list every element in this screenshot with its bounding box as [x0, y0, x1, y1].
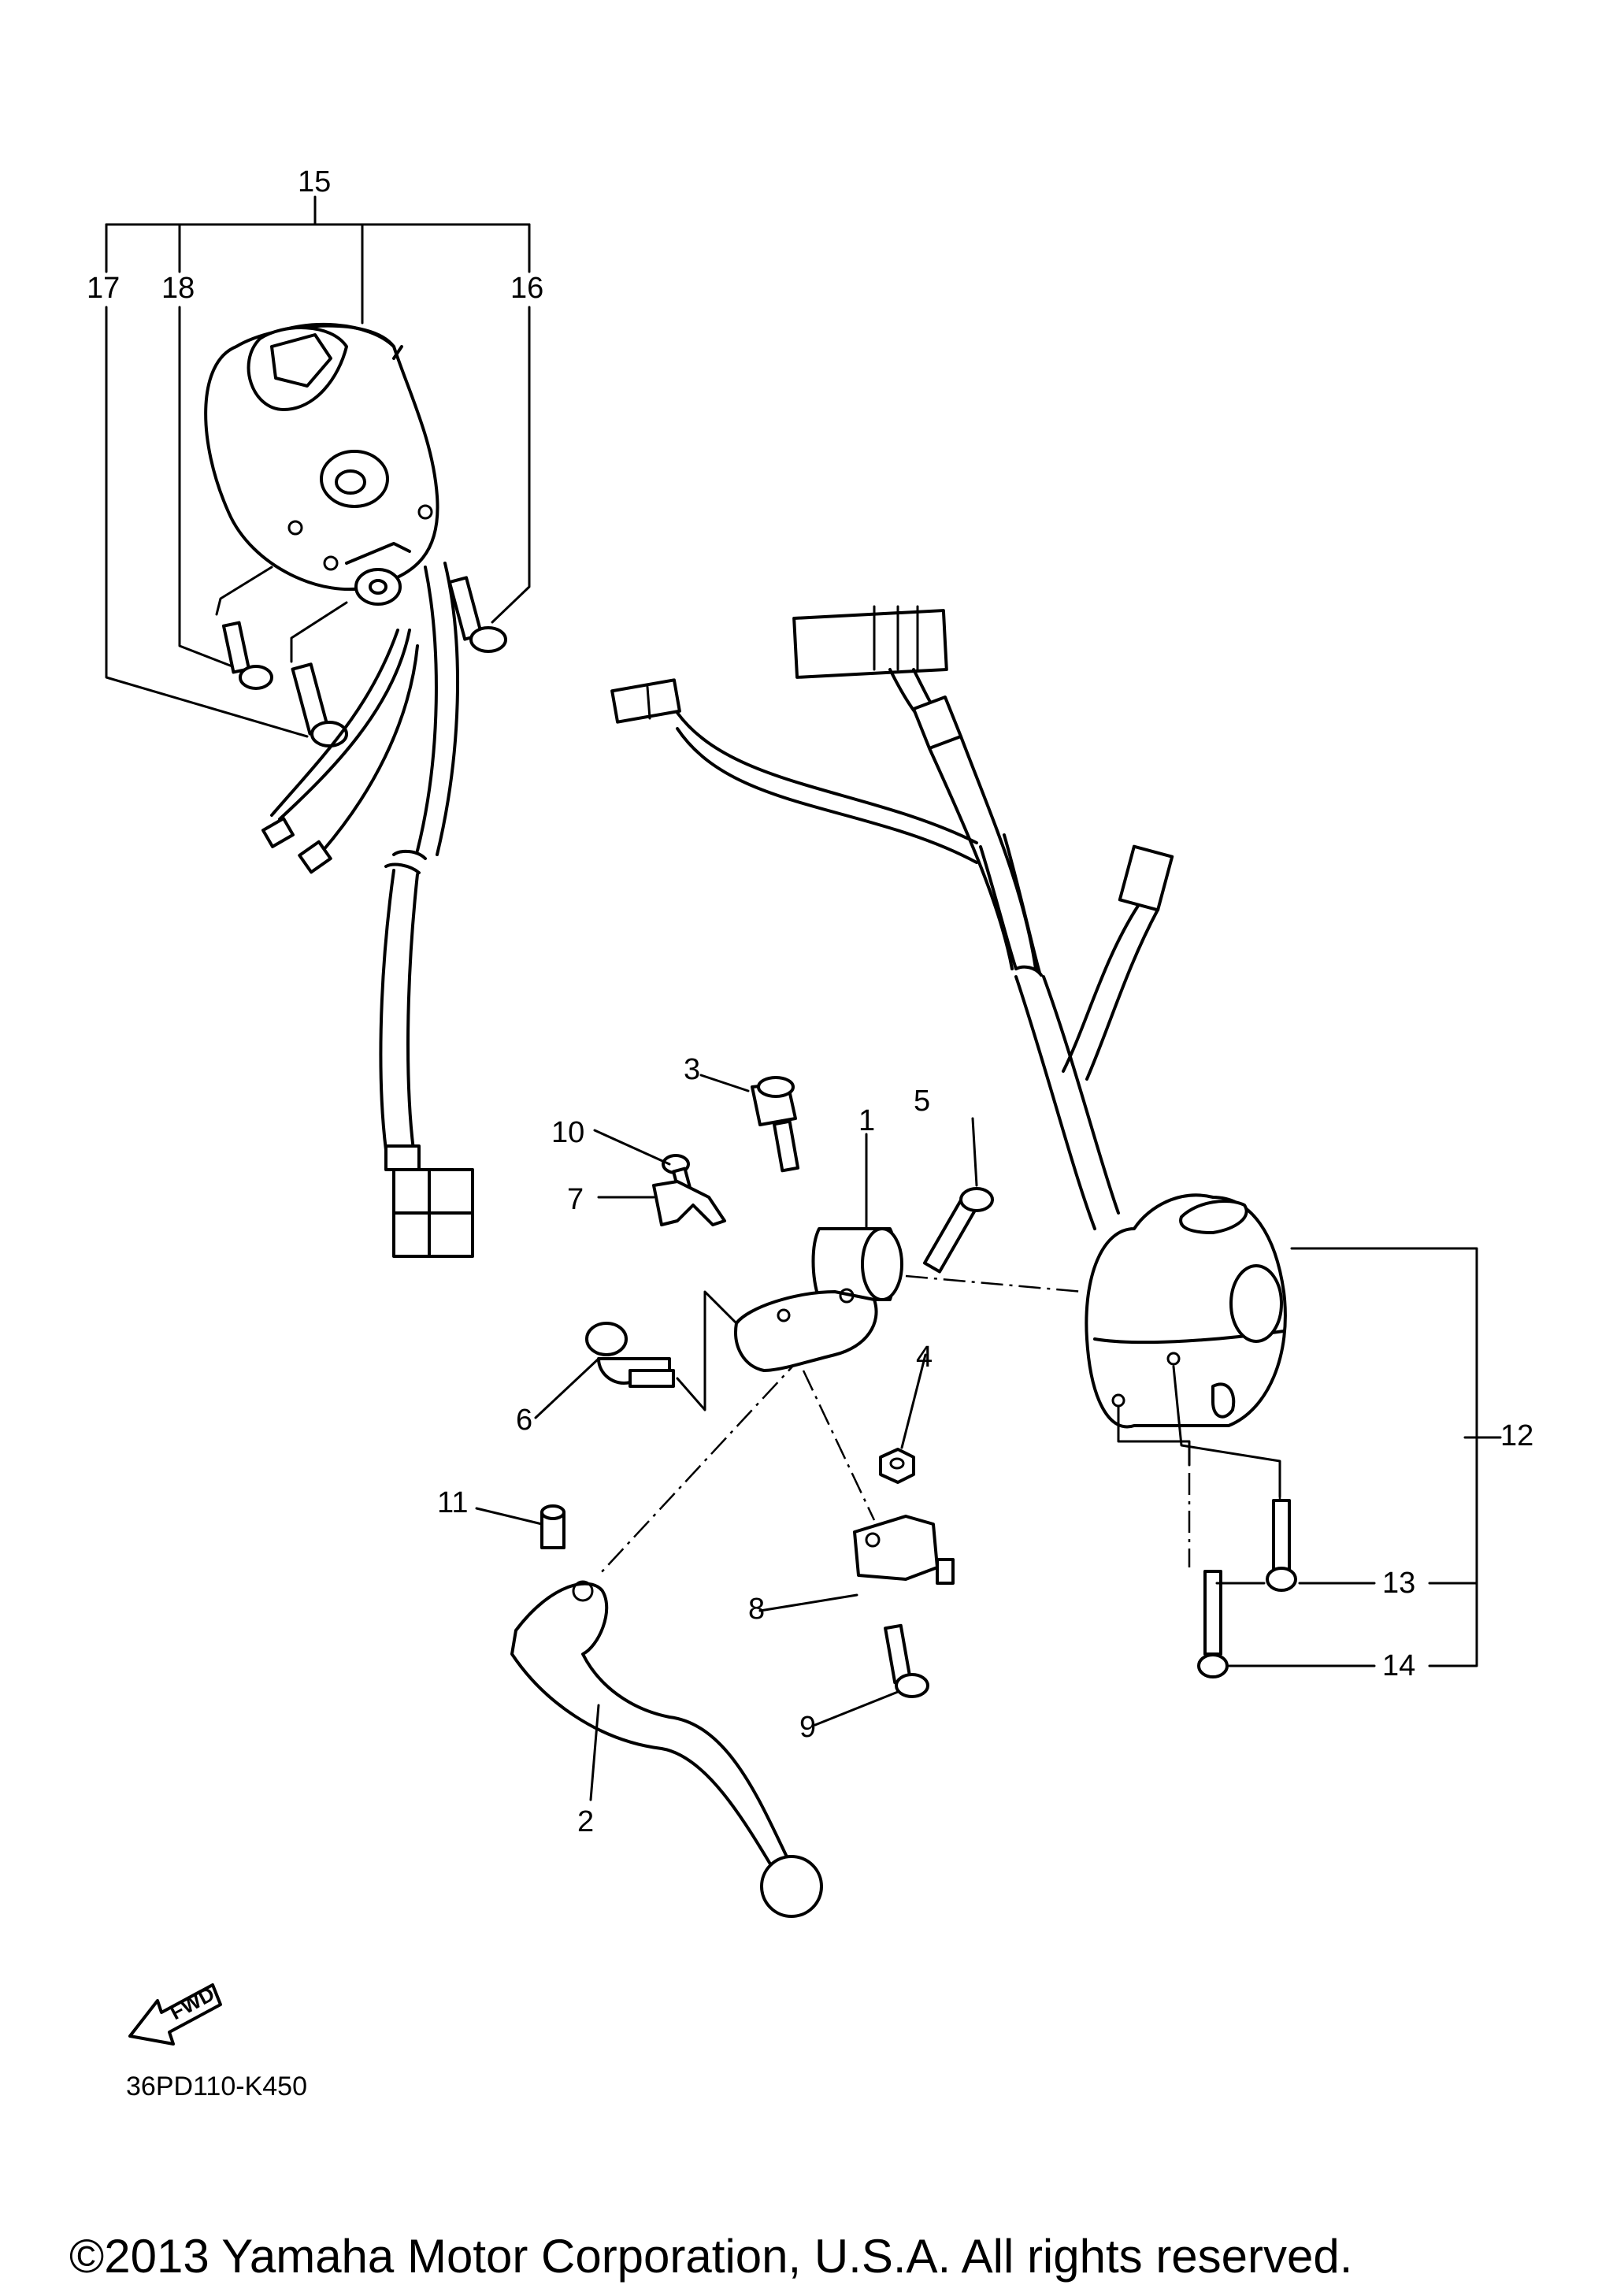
screw-18 — [221, 621, 273, 690]
callout-18: 18 — [161, 272, 195, 305]
callout-7: 7 — [567, 1183, 584, 1216]
callout-6: 6 — [516, 1404, 532, 1437]
bolt-6 — [585, 1322, 675, 1388]
copyright-notice: ©2013 Yamaha Motor Corporation, U.S.A. A… — [69, 2230, 1352, 2283]
callout-10: 10 — [551, 1116, 584, 1149]
clamp-7 — [652, 1180, 726, 1226]
callout-15: 15 — [298, 165, 331, 198]
lever-holder — [734, 1227, 903, 1372]
callout-11: 11 — [437, 1486, 468, 1519]
bolt-3 — [751, 1076, 800, 1173]
callout-14: 14 — [1382, 1649, 1415, 1682]
clutch-lever-2 — [510, 1580, 823, 1918]
screw-16 — [447, 576, 507, 653]
callout-17: 17 — [87, 272, 120, 305]
screw-9 — [884, 1623, 929, 1698]
callout-5: 5 — [914, 1085, 930, 1118]
callout-13: 13 — [1382, 1567, 1415, 1600]
left-switch-wire-harness — [261, 562, 474, 1258]
bracket-15 — [105, 195, 531, 738]
callout-12: 12 — [1500, 1419, 1533, 1452]
diagram-code: 36PD110-K450 — [126, 2072, 307, 2101]
callout-4: 4 — [916, 1341, 933, 1374]
callout-3: 3 — [684, 1053, 700, 1086]
callout-1: 1 — [858, 1104, 875, 1137]
callout-9: 9 — [799, 1711, 816, 1744]
callout-2: 2 — [577, 1805, 594, 1838]
right-handlebar-switch — [1085, 1193, 1287, 1498]
fwd-arrow-icon: FWD — [128, 1982, 222, 2046]
screw-14 — [1197, 1570, 1229, 1678]
bracket-12 — [1227, 1247, 1502, 1667]
left-handlebar-switch — [204, 322, 439, 663]
screw-13 — [1266, 1499, 1297, 1592]
nut-4 — [879, 1448, 915, 1484]
bolt-5 — [922, 1187, 994, 1274]
callout-16: 16 — [510, 272, 543, 305]
switch-8 — [853, 1515, 955, 1585]
collar-11 — [540, 1504, 565, 1549]
callout-8: 8 — [748, 1593, 765, 1626]
leader-lines — [475, 1074, 1266, 1801]
right-switch-harness — [610, 605, 1174, 1230]
